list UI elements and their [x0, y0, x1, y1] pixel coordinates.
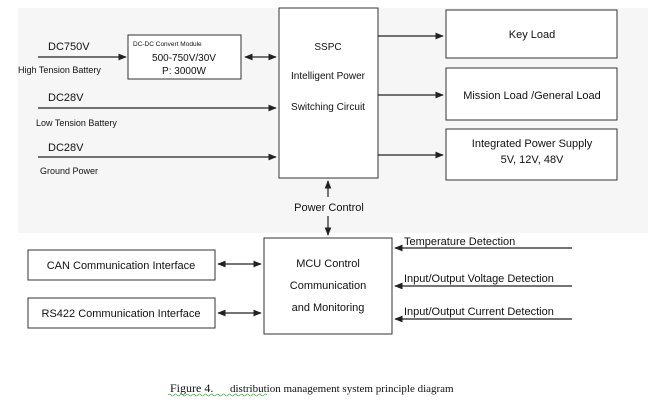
voltage-detection-label: Input/Output Voltage Detection: [404, 273, 554, 285]
figure-caption-label: Figure 4.: [170, 381, 213, 395]
integrated-power-line1: Integrated Power Supply: [472, 138, 593, 150]
sspc-line2: Switching Circuit: [291, 102, 365, 113]
sspc-line1: Intelligent Power: [291, 71, 366, 82]
rs422-interface-label: RS422 Communication Interface: [42, 308, 201, 320]
mcu-box: [263, 237, 393, 335]
mcu-line3: and Monitoring: [292, 302, 365, 314]
key-load-box: [445, 9, 618, 59]
rs422-interface-box: [27, 297, 216, 329]
mcu-line2: Communication: [290, 280, 366, 292]
dc28v-low-label: DC28V: [48, 92, 84, 104]
sspc-box: [278, 7, 379, 179]
sspc-title: SSPC: [314, 42, 341, 53]
dcdc-module-power: P: 3000W: [162, 66, 206, 77]
dcdc-module-voltage: 500-750V/30V: [152, 53, 216, 64]
integrated-power-box: [445, 128, 618, 181]
ground-power-label: Ground Power: [40, 166, 98, 176]
mission-load-box: [445, 67, 618, 121]
mission-load-label: Mission Load /General Load: [463, 90, 601, 102]
power-control-label: Power Control: [294, 202, 364, 214]
figure-caption-text: distribution management system principle…: [230, 383, 454, 395]
spellcheck-underline: [167, 393, 268, 397]
low-tension-battery-label: Low Tension Battery: [36, 118, 117, 128]
can-interface-box: [27, 249, 216, 281]
can-interface-label: CAN Communication Interface: [47, 260, 196, 272]
integrated-power-line2: 5V, 12V, 48V: [501, 154, 564, 166]
dc750v-label: DC750V: [48, 41, 90, 53]
temperature-detection-label: Temperature Detection: [404, 236, 515, 248]
dc28v-ground-label: DC28V: [48, 142, 84, 154]
mcu-line1: MCU Control: [296, 258, 360, 270]
key-load-label: Key Load: [509, 29, 555, 41]
dcdc-module-box: [127, 34, 242, 80]
high-tension-battery-label: High Tension Battery: [18, 65, 101, 75]
current-detection-label: Input/Output Current Detection: [404, 306, 554, 318]
dcdc-module-title: DC-DC Convert Module: [133, 41, 202, 48]
